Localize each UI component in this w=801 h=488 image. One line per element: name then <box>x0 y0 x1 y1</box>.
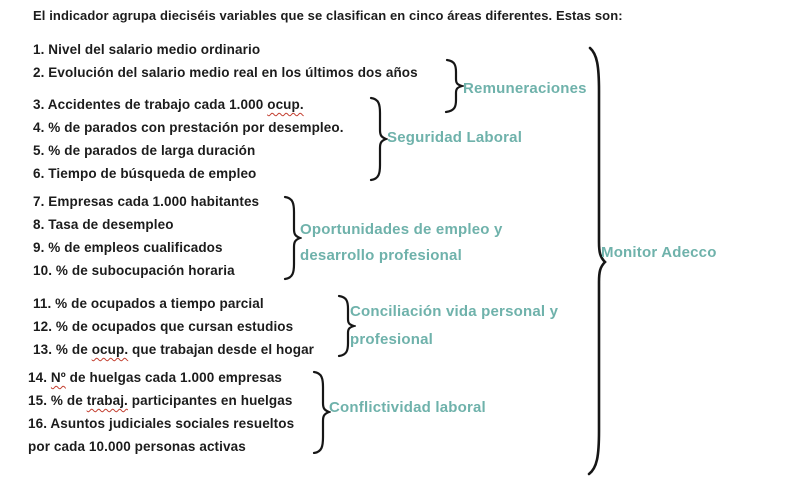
variable-item-3: 3. Accidentes de trabajo cada 1.000 ocup… <box>33 97 304 112</box>
brace-conciliacion-icon <box>337 294 356 358</box>
variable-item-13: 13. % de ocup. que trabajan desde el hog… <box>33 342 315 357</box>
misspelled-word: trabaj. <box>86 393 128 408</box>
variable-item-7: 7. Empresas cada 1.000 habitantes <box>33 194 260 209</box>
variable-item-6: 6. Tiempo de búsqueda de empleo <box>33 166 257 181</box>
group-label-seguridad-laboral: Seguridad Laboral <box>387 129 523 146</box>
variable-item-16: 16. Asuntos judiciales sociales resuelto… <box>28 416 295 431</box>
brace-oportunidades-icon <box>283 195 302 281</box>
variable-item-4: 4. % de parados con prestación por desem… <box>33 120 344 135</box>
variable-item-1: 1. Nivel del salario medio ordinario <box>33 42 261 57</box>
variable-item-12: 12. % de ocupados que cursan estudios <box>33 319 294 334</box>
variable-item-11: 11. % de ocupados a tiempo parcial <box>33 296 264 311</box>
variable-item-16-continuation: por cada 10.000 personas activas <box>28 439 246 454</box>
misspelled-word: Nº <box>50 370 66 385</box>
variable-item-5: 5. % de parados de larga duración <box>33 143 256 158</box>
variable-item-8: 8. Tasa de desempleo <box>33 217 174 232</box>
monitor-adecco-label: Monitor Adecco <box>601 244 717 261</box>
variable-item-2: 2. Evolución del salario medio real en l… <box>33 65 418 80</box>
group-label-remuneraciones: Remuneraciones <box>463 80 587 97</box>
variable-item-10: 10. % de subocupación horaria <box>33 263 235 278</box>
group-label-oportunidades-line2: desarrollo profesional <box>300 247 462 264</box>
brace-remuneraciones-icon <box>444 58 465 114</box>
variable-item-15: 15. % de trabaj. participantes en huelga… <box>28 393 293 408</box>
brace-monitor-adecco-icon <box>587 46 607 476</box>
misspelled-word: ocup. <box>91 342 129 357</box>
variable-item-9: 9. % de empleos cualificados <box>33 240 223 255</box>
variable-item-14: 14. Nº de huelgas cada 1.000 empresas <box>28 370 283 385</box>
group-label-conflictividad: Conflictividad laboral <box>329 399 486 416</box>
group-label-conciliacion-line2: profesional <box>350 331 434 348</box>
misspelled-word: ocup. <box>267 97 304 112</box>
brace-conflictividad-icon <box>312 370 331 454</box>
group-label-conciliacion-line1: Conciliación vida personal y <box>350 303 559 320</box>
brace-seguridad-laboral-icon <box>369 96 388 182</box>
group-label-oportunidades-line1: Oportunidades de empleo y <box>300 221 503 238</box>
page-title: El indicador agrupa dieciséis variables … <box>33 8 623 23</box>
